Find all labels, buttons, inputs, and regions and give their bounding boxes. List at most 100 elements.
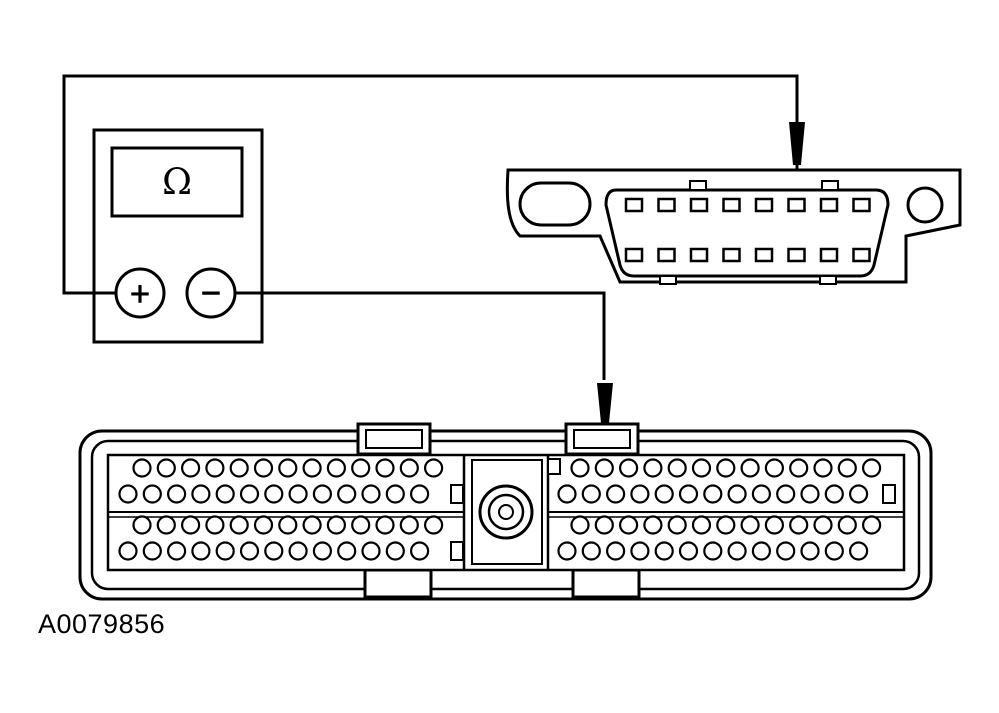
ecu-pin xyxy=(678,484,699,504)
ecu-pin-array xyxy=(118,458,882,561)
ecu-pin xyxy=(181,515,201,535)
ecu-pin xyxy=(302,458,322,478)
dlc-pin xyxy=(852,197,871,213)
ecu-pin xyxy=(740,458,760,478)
ecu-pin xyxy=(630,484,650,504)
ecu-pin xyxy=(326,458,346,478)
ecu-pin xyxy=(264,484,284,504)
dlc-pin xyxy=(819,247,839,263)
ecu-pin xyxy=(375,458,395,478)
ecu-pin xyxy=(118,541,138,561)
ecu-pin xyxy=(605,541,626,561)
ecu-pin xyxy=(691,458,712,478)
ecu-pin xyxy=(837,515,857,535)
dlc-pin xyxy=(657,197,676,213)
ecu-pin xyxy=(751,541,772,561)
ecu-pin xyxy=(361,541,381,561)
ohmmeter-icon: Ω + − xyxy=(92,128,264,344)
ecu-pin xyxy=(800,484,820,504)
ecu-pin xyxy=(215,484,235,504)
ecu-pin xyxy=(288,484,308,504)
ecu-pin xyxy=(278,515,298,535)
ecu-pin xyxy=(691,515,712,535)
ecu-pin xyxy=(142,541,162,561)
dlc-pin xyxy=(722,247,741,263)
ecu-pin xyxy=(399,515,419,535)
ecu-pin xyxy=(764,515,785,535)
ecu-pin xyxy=(118,484,138,504)
ecu-pin xyxy=(191,484,211,504)
ecu-connector-icon xyxy=(78,422,933,601)
ecu-pin xyxy=(716,458,736,478)
ecu-pin xyxy=(654,541,674,561)
positive-symbol: + xyxy=(128,277,151,310)
ecu-pin xyxy=(643,515,663,535)
dlc-pin xyxy=(787,247,806,263)
dlc-pin xyxy=(657,247,676,263)
ecu-pin xyxy=(132,515,152,535)
ecu-pin xyxy=(594,458,614,478)
dlc-pin xyxy=(624,247,644,263)
ecu-pin xyxy=(678,541,699,561)
ecu-pin xyxy=(837,458,857,478)
ecu-pin xyxy=(312,541,332,561)
ecu-pin xyxy=(667,515,687,535)
ecu-pin xyxy=(205,458,225,478)
ecu-pin xyxy=(229,515,249,535)
dlc-pin xyxy=(624,197,644,213)
ecu-pin xyxy=(278,458,298,478)
ecu-pin xyxy=(424,458,444,478)
ecu-pin xyxy=(191,541,211,561)
ecu-pin xyxy=(703,484,723,504)
ecu-pin xyxy=(740,515,760,535)
ecu-pin xyxy=(253,515,274,535)
ecu-pin xyxy=(132,458,152,478)
ecu-pin xyxy=(618,458,639,478)
ecu-pin xyxy=(751,484,772,504)
ecu-pin xyxy=(229,458,249,478)
ecu-pin xyxy=(424,515,444,535)
ecu-pin xyxy=(239,484,260,504)
ohm-symbol: Ω xyxy=(162,162,192,203)
obd-connector-icon xyxy=(505,168,962,285)
ecu-pin xyxy=(776,484,796,504)
ecu-pin xyxy=(800,541,820,561)
ecu-pin xyxy=(605,484,626,504)
ecu-pin xyxy=(824,541,844,561)
ecu-pin xyxy=(813,515,833,535)
ecu-pin xyxy=(156,515,176,535)
ecu-pin xyxy=(716,515,736,535)
ecu-pin xyxy=(581,541,601,561)
ecu-pin xyxy=(630,541,650,561)
dlc-pin xyxy=(852,247,871,263)
ecu-pin xyxy=(385,484,405,504)
ecu-pin xyxy=(302,515,322,535)
ecu-pin xyxy=(399,458,419,478)
ecu-pin xyxy=(848,541,869,561)
ecu-pin xyxy=(385,541,405,561)
ecu-pin xyxy=(264,541,284,561)
ecu-pin xyxy=(654,484,674,504)
ecu-pin xyxy=(239,541,260,561)
ecu-pin xyxy=(410,541,430,561)
dlc-pin-array xyxy=(624,197,871,263)
ecu-pin xyxy=(667,458,687,478)
ecu-pin xyxy=(142,484,162,504)
ecu-pin xyxy=(557,484,577,504)
ecu-pin xyxy=(351,515,371,535)
ecu-pin xyxy=(215,541,235,561)
dlc-pin xyxy=(689,197,709,213)
dlc-pin xyxy=(722,197,741,213)
ecu-pin xyxy=(861,515,882,535)
ecu-pin xyxy=(594,515,614,535)
ecu-pin xyxy=(205,515,225,535)
ecu-pin xyxy=(253,458,274,478)
ecu-pin xyxy=(813,458,833,478)
figure-id: A0079856 xyxy=(38,609,166,639)
ecu-pin xyxy=(727,541,747,561)
ecu-pin xyxy=(326,515,346,535)
ecu-pin xyxy=(181,458,201,478)
test-lead-negative xyxy=(235,291,606,380)
ecu-pin xyxy=(789,458,809,478)
